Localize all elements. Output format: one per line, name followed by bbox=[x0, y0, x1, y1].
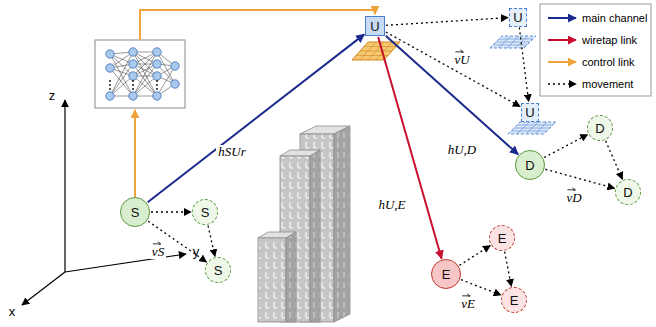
nn-neuron bbox=[171, 80, 179, 88]
movement-arrow bbox=[151, 211, 191, 212]
movement-arrow bbox=[606, 141, 623, 179]
node-label: S bbox=[214, 264, 223, 277]
node-label: E bbox=[442, 268, 451, 281]
nn-neuron bbox=[153, 60, 161, 68]
nn-ellipsis bbox=[109, 84, 111, 86]
legend-label: control link bbox=[582, 56, 635, 68]
node-label: S bbox=[201, 206, 210, 219]
source-node: S bbox=[120, 197, 150, 227]
nn-neuron bbox=[129, 60, 137, 68]
ris-grid bbox=[514, 128, 550, 129]
control-link bbox=[135, 10, 375, 197]
nn-weight bbox=[133, 64, 157, 96]
wiretap-link bbox=[378, 37, 441, 259]
ris-grid bbox=[516, 36, 528, 48]
neural-network-icon bbox=[95, 40, 185, 108]
nn-neuron bbox=[129, 48, 137, 56]
movement-arrow bbox=[459, 246, 490, 266]
axes bbox=[22, 100, 186, 305]
movement-arrow bbox=[386, 32, 520, 106]
main-channel bbox=[148, 34, 365, 202]
movement-arrow bbox=[461, 280, 501, 295]
nn-neuron bbox=[153, 72, 161, 80]
node-label: D bbox=[623, 186, 632, 199]
nn-ellipsis bbox=[109, 80, 111, 82]
node-label: U bbox=[525, 106, 534, 119]
nn-weight bbox=[133, 64, 157, 96]
legend-label: movement bbox=[582, 78, 633, 90]
source-position: S bbox=[192, 199, 218, 225]
node-label: E bbox=[498, 232, 507, 245]
nn-neuron bbox=[106, 64, 114, 72]
movement-arrow bbox=[148, 221, 206, 262]
eavesdropper-node: E bbox=[431, 259, 461, 289]
movement-arrow bbox=[519, 27, 528, 101]
channel-label: vU bbox=[452, 53, 471, 67]
legend-label: wiretap link bbox=[582, 34, 637, 46]
nn-ellipsis bbox=[156, 84, 158, 86]
channel-label: vD bbox=[564, 191, 583, 205]
node-label: E bbox=[510, 294, 519, 307]
node-label: D bbox=[525, 159, 534, 172]
destination-node: D bbox=[515, 150, 545, 180]
channel-label: vE bbox=[459, 297, 477, 311]
destination-position: D bbox=[615, 179, 641, 205]
uav-position: U bbox=[521, 103, 539, 122]
nn-neuron bbox=[153, 48, 161, 56]
ris-grid bbox=[535, 122, 547, 134]
channel-label: hSUr bbox=[216, 145, 247, 159]
ris-grid bbox=[360, 51, 392, 52]
nn-ellipsis bbox=[132, 88, 134, 90]
ris-grid bbox=[499, 39, 533, 40]
nn-neuron bbox=[129, 72, 137, 80]
movement-arrow bbox=[208, 226, 215, 257]
destination-position: D bbox=[587, 115, 613, 141]
nn-neuron bbox=[129, 92, 137, 100]
nn-ellipsis bbox=[132, 84, 134, 86]
uav-position: U bbox=[509, 8, 527, 27]
nn-neuron bbox=[153, 92, 161, 100]
eavesdropper-position: E bbox=[489, 225, 515, 251]
node-label: S bbox=[131, 206, 140, 219]
movement-arrow bbox=[545, 169, 614, 188]
channel-label: hU,D bbox=[446, 143, 479, 157]
nn-ellipsis bbox=[132, 80, 134, 82]
channel-label: hU,E bbox=[376, 198, 407, 212]
nn-ellipsis bbox=[109, 88, 111, 90]
eavesdropper-position: E bbox=[501, 287, 527, 313]
legend-label: main channel bbox=[582, 12, 647, 24]
main-channel bbox=[386, 36, 518, 155]
node-label: U bbox=[513, 11, 522, 24]
node-label: D bbox=[595, 122, 604, 135]
nn-ellipsis bbox=[156, 80, 158, 82]
ris-grid bbox=[517, 125, 553, 126]
nn-neuron bbox=[106, 92, 114, 100]
building-illustration bbox=[258, 126, 350, 322]
nn-weight bbox=[133, 76, 157, 96]
ris-grid bbox=[496, 42, 530, 43]
legend-box bbox=[540, 4, 651, 96]
axis-label: z bbox=[49, 89, 56, 103]
nn-ellipsis bbox=[156, 88, 158, 90]
nn-weight bbox=[133, 76, 157, 96]
uav-node: U bbox=[365, 16, 385, 36]
axis-label: x bbox=[9, 305, 16, 319]
axis-label: y bbox=[193, 245, 200, 259]
channel-label: vS bbox=[150, 245, 166, 259]
movement-arrow bbox=[544, 135, 587, 158]
nn-neuron bbox=[106, 50, 114, 58]
source-position: S bbox=[205, 257, 231, 283]
nn-neuron bbox=[171, 62, 179, 70]
movement-arrow bbox=[386, 18, 508, 26]
nn-weight bbox=[110, 68, 133, 96]
node-label: U bbox=[370, 20, 379, 33]
movement-arrow bbox=[505, 252, 512, 287]
